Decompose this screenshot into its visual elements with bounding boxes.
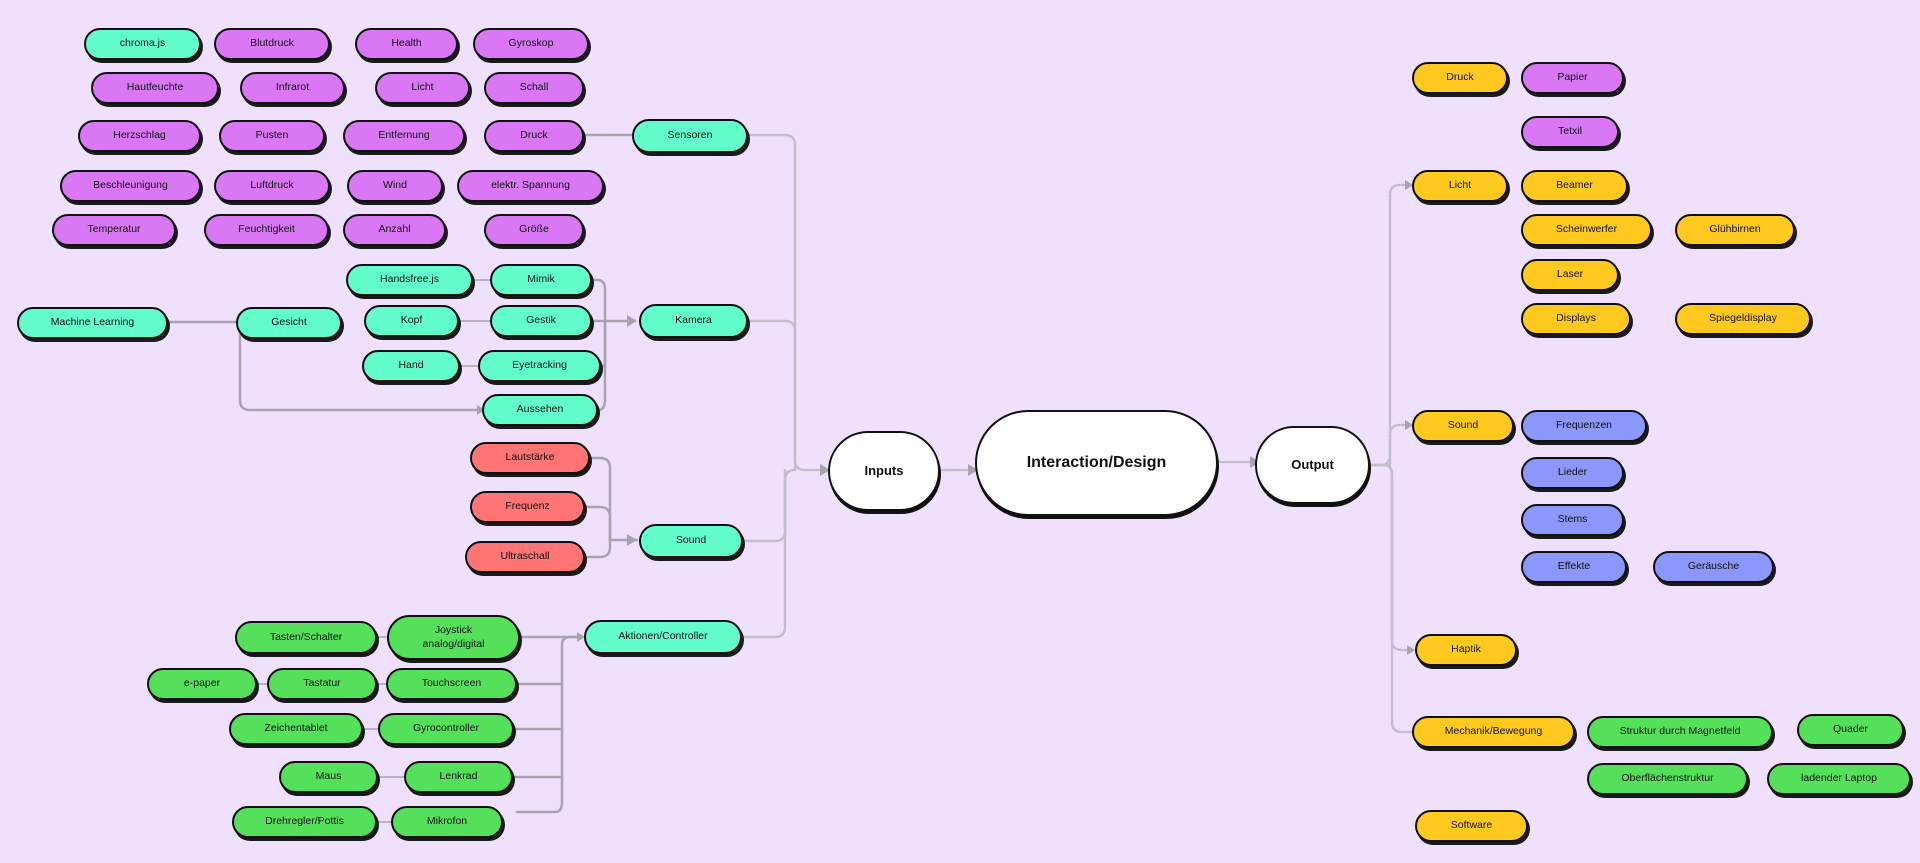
output-mechanik-ladender-laptop[interactable]: ladender Laptop (1767, 763, 1911, 795)
arrowhead (627, 534, 637, 546)
sensor-item-luftdruck[interactable]: Luftdruck (214, 170, 330, 202)
sensor-item-licht[interactable]: Licht (375, 72, 470, 104)
arrowhead (968, 464, 978, 476)
edge-mimik-kamera (590, 278, 607, 323)
interaction-design-hub[interactable]: Interaction/Design (975, 410, 1218, 516)
arrowhead (627, 315, 637, 327)
output-licht-beamer[interactable]: Beamer (1521, 170, 1628, 202)
output-sound-lieder[interactable]: Lieder (1521, 457, 1624, 489)
controller-item-tasten-schalter[interactable]: Tasten/Schalter (235, 621, 377, 654)
output-licht-laser[interactable]: Laser (1521, 259, 1619, 291)
edge-ultraschall-sound (583, 538, 612, 559)
sensoren-node[interactable]: Sensoren (632, 119, 748, 153)
sensor-item-health[interactable]: Health (355, 28, 458, 60)
kamera-node[interactable]: Kamera (639, 304, 748, 338)
arrowhead (477, 405, 485, 415)
sensor-item-beschleunigung[interactable]: Beschleunigung (60, 170, 201, 202)
output-mechanik-quader[interactable]: Quader (1797, 714, 1904, 746)
output-sound-stems[interactable]: Stems (1521, 504, 1624, 536)
controller-item-drehregler-pottis[interactable]: Drehregler/Pottis (232, 806, 377, 838)
controller-item-lenkrad[interactable]: Lenkrad (404, 761, 513, 793)
sound-input-node[interactable]: Sound (639, 524, 743, 558)
edge-controller-bus (515, 635, 584, 814)
edge-sensoren-inputs (746, 133, 822, 472)
sensor-item-entfernung[interactable]: Entfernung (343, 120, 465, 152)
output-sound-node[interactable]: Sound (1412, 410, 1514, 442)
sensor-item-groesse[interactable]: Größe (484, 214, 584, 246)
sound-item-lautstaerke[interactable]: Lautstärke (470, 442, 590, 474)
controller-item-maus[interactable]: Maus (279, 761, 378, 793)
output-druck-papier[interactable]: Papier (1521, 62, 1624, 94)
controller-item-e-paper[interactable]: e-paper (147, 668, 257, 700)
output-haptik-node[interactable]: Haptik (1415, 634, 1517, 666)
arrowhead (1405, 420, 1413, 430)
edge-aussehen-kamera (596, 319, 607, 412)
output-mechanik-oberflaechenstruktur[interactable]: Oberflächenstruktur (1587, 763, 1748, 795)
output-licht-displays[interactable]: Displays (1521, 303, 1631, 335)
sensor-item-gyroskop[interactable]: Gyroskop (473, 28, 589, 60)
arrowhead (820, 464, 830, 476)
controller-item-zeichentablet[interactable]: Zeichentablet (229, 713, 363, 745)
edge-output-licht (1368, 183, 1412, 467)
output-sound-effekte[interactable]: Effekte (1521, 551, 1627, 583)
arrowhead (1407, 645, 1415, 655)
sensor-item-pusten[interactable]: Pusten (219, 120, 325, 152)
inputs-hub[interactable]: Inputs (828, 431, 940, 511)
controller-item-mikrofon[interactable]: Mikrofon (391, 806, 503, 838)
kamera-item-aussehen[interactable]: Aussehen (482, 394, 598, 426)
sensor-item-infrarot[interactable]: Infrarot (240, 72, 345, 104)
output-software-node[interactable]: Software (1415, 810, 1528, 842)
output-licht-node[interactable]: Licht (1412, 170, 1508, 202)
edge-kamera-inputs (746, 319, 797, 472)
kamera-item-handsfree-js[interactable]: Handsfree.js (346, 264, 473, 296)
sound-item-frequenz[interactable]: Frequenz (470, 491, 585, 523)
controller-item-tastatur[interactable]: Tastatur (267, 668, 377, 700)
sensor-item-schall[interactable]: Schall (484, 72, 584, 104)
sensor-item-chroma-js[interactable]: chroma.js (84, 28, 201, 60)
sound-item-ultraschall[interactable]: Ultraschall (465, 541, 585, 573)
machine-learning-node[interactable]: Machine Learning (17, 307, 168, 339)
edge-frequenz-sound (583, 505, 612, 542)
controller-item-gyrocontroller[interactable]: Gyrocontroller (378, 713, 514, 745)
sensor-item-anzahl[interactable]: Anzahl (343, 214, 446, 246)
output-licht-spiegeldisplay[interactable]: Spiegeldisplay (1675, 303, 1811, 335)
arrowhead (1405, 180, 1413, 190)
kamera-item-kopf[interactable]: Kopf (364, 305, 459, 337)
kamera-item-eyetracking[interactable]: Eyetracking (478, 350, 601, 382)
kamera-item-hand[interactable]: Hand (362, 350, 460, 382)
output-mechanik-node[interactable]: Mechanik/Bewegung (1412, 716, 1575, 748)
arrowhead (577, 632, 585, 642)
output-druck-node[interactable]: Druck (1412, 62, 1508, 94)
aktionen-controller-node[interactable]: Aktionen/Controller (584, 620, 742, 654)
sensor-item-druck[interactable]: Druck (484, 120, 584, 152)
kamera-item-mimik[interactable]: Mimik (490, 264, 592, 296)
sensor-item-hautfeuchte[interactable]: Hautfeuchte (91, 72, 219, 104)
sensor-item-wind[interactable]: Wind (347, 170, 443, 202)
edge-sound-inputs (741, 468, 797, 543)
sensor-item-temperatur[interactable]: Temperatur (52, 214, 176, 246)
edge-output-sound (1368, 423, 1412, 467)
output-licht-scheinwerfer[interactable]: Scheinwerfer (1521, 214, 1652, 246)
edge-output-mechanik (1368, 463, 1414, 734)
output-sound-frequenzen[interactable]: Frequenzen (1521, 410, 1647, 442)
sensor-item-herzschlag[interactable]: Herzschlag (78, 120, 201, 152)
controller-item-joystick[interactable]: Joystick analog/digital (387, 615, 520, 660)
output-licht-gluehbirnen[interactable]: Glühbirnen (1675, 214, 1795, 246)
kamera-item-gestik[interactable]: Gestik (490, 305, 592, 337)
edge-aktionen-inputs (740, 468, 787, 639)
output-druck-tetxil[interactable]: Tetxil (1521, 116, 1619, 148)
output-hub[interactable]: Output (1255, 426, 1370, 504)
sensor-item-blutdruck[interactable]: Blutdruck (214, 28, 330, 60)
output-sound-geraeusche[interactable]: Geräusche (1653, 551, 1774, 583)
sensor-item-feuchtigkeit[interactable]: Feuchtigkeit (204, 214, 329, 246)
edge-lautstaerke-sound (588, 456, 639, 542)
gesicht-node[interactable]: Gesicht (236, 307, 342, 339)
sensor-item-elektr-spannung[interactable]: elektr. Spannung (457, 170, 604, 202)
controller-item-touchscreen[interactable]: Touchscreen (386, 668, 517, 700)
output-mechanik-magnetfeld[interactable]: Struktur durch Magnetfeld (1587, 716, 1773, 748)
